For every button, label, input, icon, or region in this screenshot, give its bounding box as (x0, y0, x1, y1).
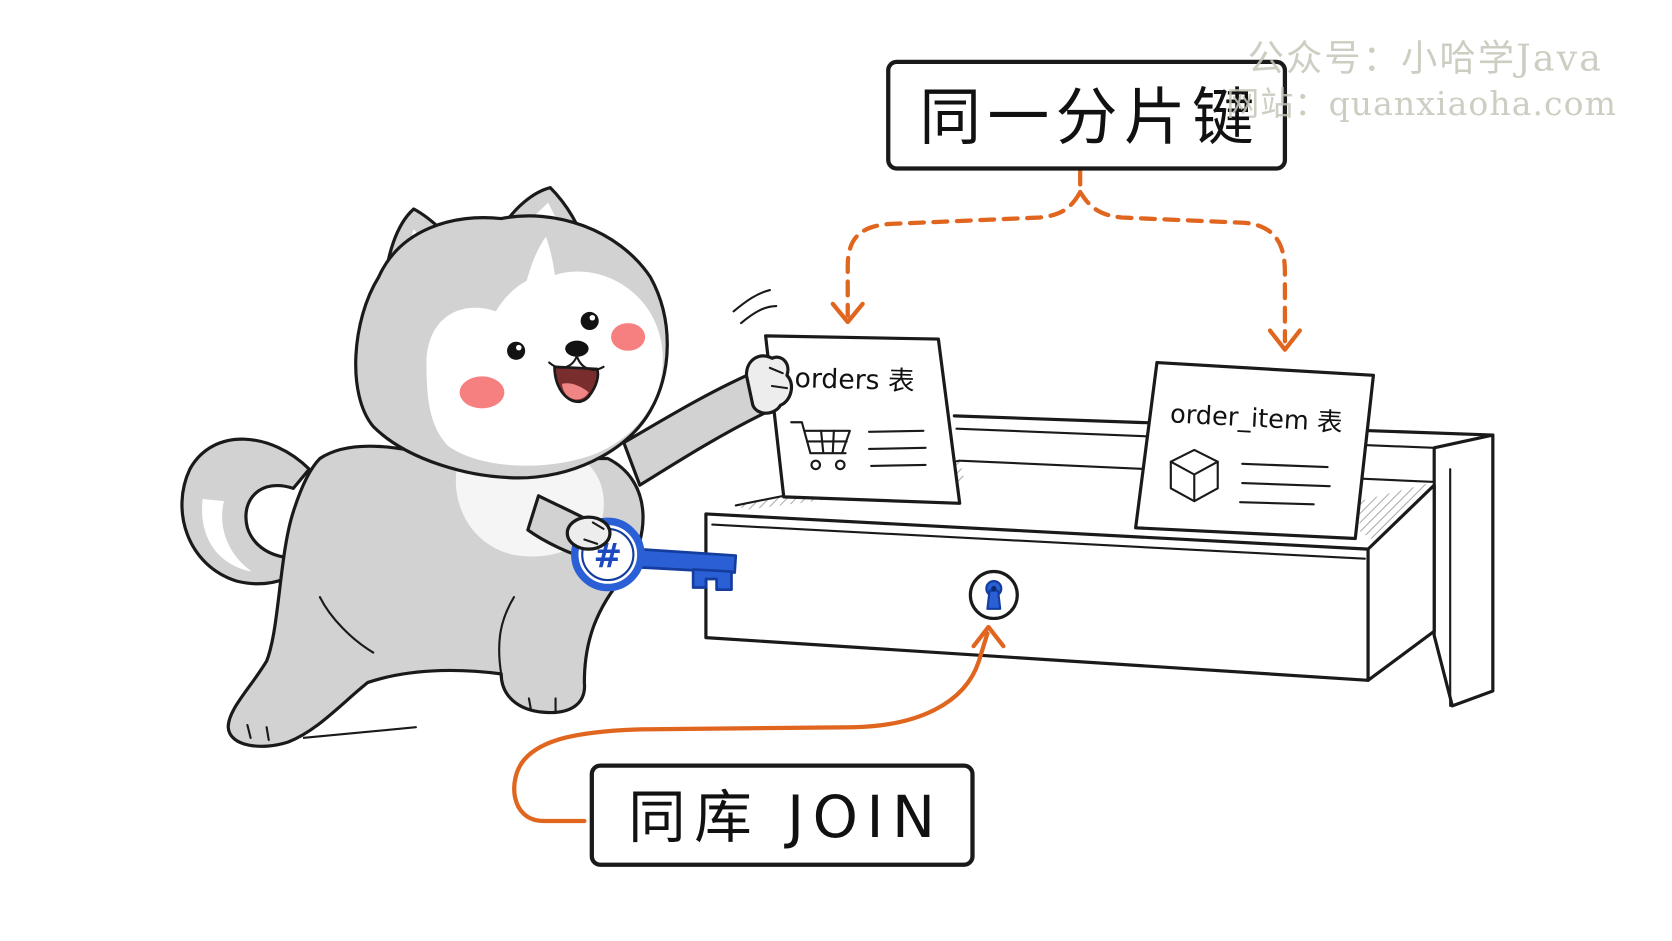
drawer-front (704, 483, 1436, 682)
order-item-table-card: order_item 表 (1134, 360, 1376, 541)
orders-card-title: orders 表 (794, 363, 915, 397)
dog-head (354, 214, 669, 480)
same-db-join-label-frame (589, 763, 975, 867)
dashed-arrow-to-order-item (1078, 189, 1288, 344)
key-teeth (691, 568, 733, 591)
watermark: 公众号：小哈学Java 网站：quanxiaoha.com (1226, 36, 1617, 123)
dog-leg-details (246, 596, 557, 742)
drawer-side-face (1366, 483, 1436, 682)
order-item-card-sheet (1134, 360, 1376, 541)
dog-key-paw (565, 515, 612, 551)
join-arrowhead (971, 624, 1006, 649)
watermark-website: 网站：quanxiaoha.com (1226, 84, 1617, 123)
cube-icon (1169, 448, 1219, 503)
dog-eyes (507, 311, 599, 360)
shard-key-label-frame (886, 59, 1288, 171)
same-db-join-label-box: 同库 JOIN (589, 763, 975, 867)
same-db-join-label-text: 同库 JOIN (628, 784, 943, 851)
drawer-opening-shadow-right (1359, 481, 1435, 542)
dog-right-blush (611, 323, 646, 351)
dog-tail (180, 437, 313, 586)
orders-table-card: orders 表 (764, 334, 962, 505)
join-arrow-curve (512, 631, 990, 824)
dog-face-mask (426, 271, 663, 466)
shard-key-label-text: 同一分片键 (919, 82, 1260, 154)
dog-left-blush (459, 376, 505, 409)
dog-forehead-stripe (520, 236, 557, 312)
dog-reaching-arm (622, 354, 794, 487)
orders-card-text-lines (867, 429, 927, 468)
drawer-front-rim (711, 523, 1366, 560)
join-connector (512, 624, 1006, 824)
husky-mascot: # (180, 186, 794, 748)
dog-mouth (548, 355, 605, 404)
dog-nose (565, 340, 589, 357)
motion-lines (732, 288, 778, 325)
shopping-cart-icon (790, 421, 851, 471)
keyhole-icon (968, 569, 1019, 621)
cabinet-side-panel (1432, 433, 1495, 708)
order-item-card-text-lines (1239, 462, 1331, 506)
shard-key-label-box: 同一分片键 (886, 59, 1288, 171)
dog-hand-paw (744, 354, 794, 415)
orders-card-sheet (764, 334, 962, 505)
dashed-arrow-to-orders (845, 168, 1083, 318)
dashed-arrowhead-orders (830, 301, 865, 325)
watermark-wechat-account: 公众号：小哈学Java (1248, 36, 1603, 79)
dashed-arrowhead-order-item (1267, 328, 1302, 352)
shard-key-connectors (830, 168, 1302, 352)
